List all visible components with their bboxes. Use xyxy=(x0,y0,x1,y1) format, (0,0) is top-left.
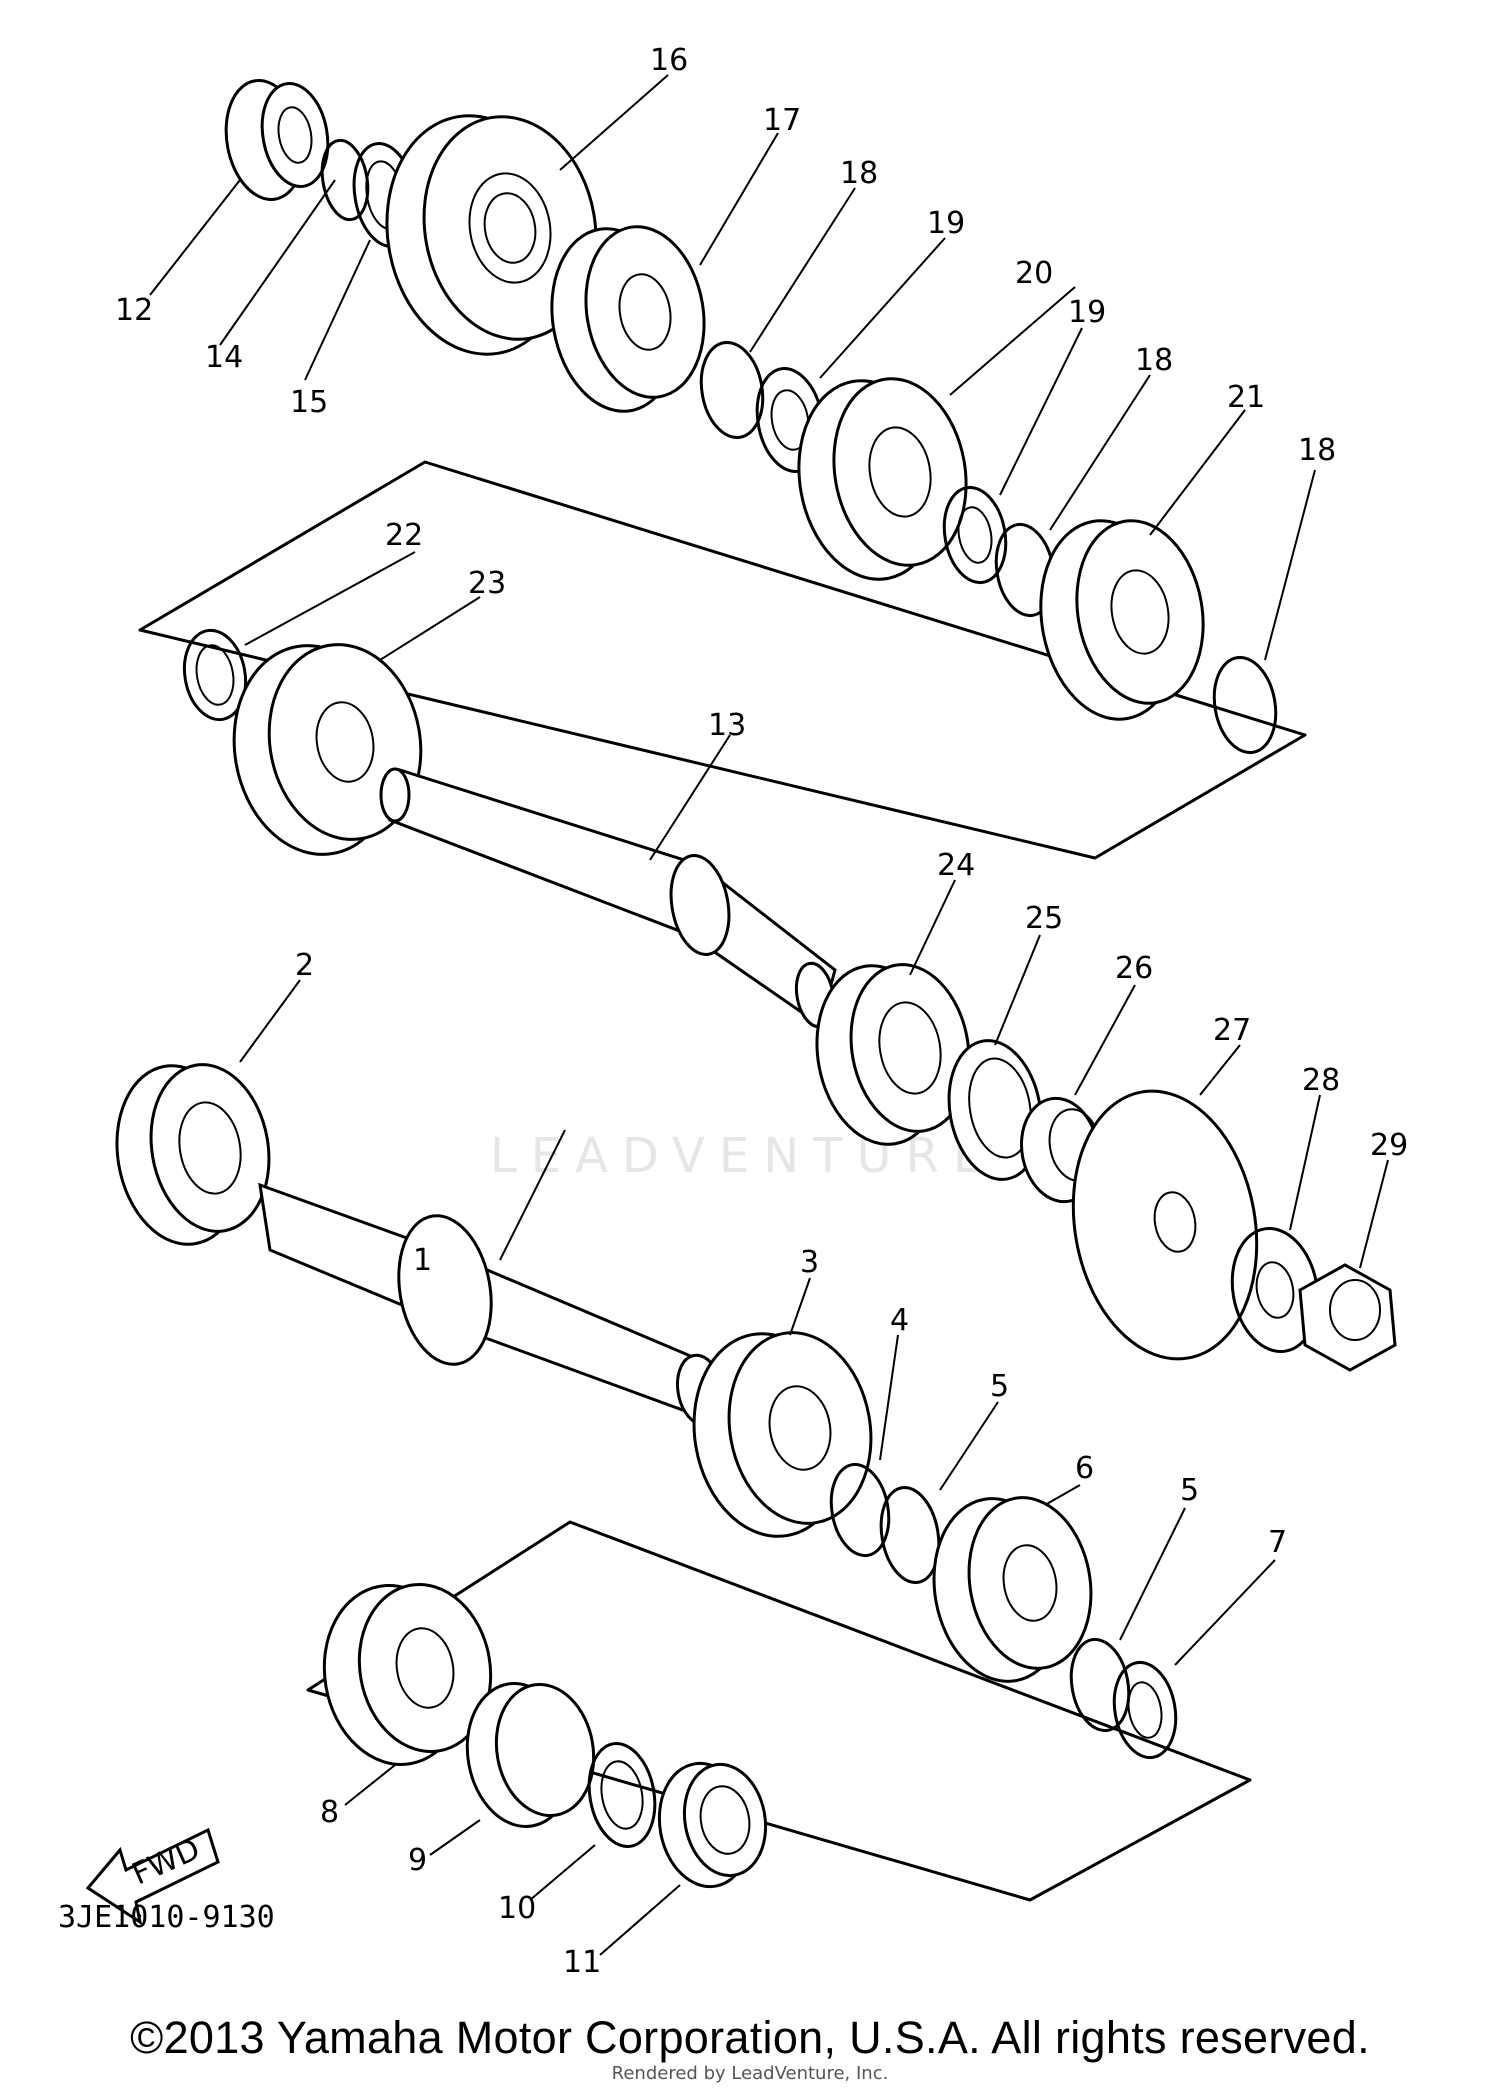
drive-axle-13 xyxy=(379,767,837,1029)
callout-7: 7 xyxy=(1268,1525,1287,1560)
callout-8: 8 xyxy=(320,1795,339,1830)
callout-18b: 18 xyxy=(1135,343,1173,378)
callout-20: 20 xyxy=(1015,256,1053,291)
gear-8 xyxy=(322,1583,493,1766)
callout-25: 25 xyxy=(1025,901,1063,936)
drive-sprocket-27 xyxy=(1071,1089,1259,1361)
callout-27: 27 xyxy=(1213,1013,1251,1048)
callout-19a: 19 xyxy=(927,206,965,241)
washer-22 xyxy=(182,628,248,722)
diagram-reference-code: 3JE1010-9130 xyxy=(58,1900,275,1935)
drive-axle-group-frame xyxy=(138,460,1307,860)
gear-6 xyxy=(932,1496,1093,1683)
callout-6: 6 xyxy=(1075,1451,1094,1486)
callout-13: 13 xyxy=(708,708,746,743)
callout-18c: 18 xyxy=(1298,433,1336,468)
callout-16: 16 xyxy=(650,43,688,78)
callout-9: 9 xyxy=(408,1843,427,1878)
callout-29: 29 xyxy=(1370,1128,1408,1163)
callout-10: 10 xyxy=(498,1891,536,1926)
callout-21: 21 xyxy=(1227,380,1265,415)
callout-22: 22 xyxy=(385,518,423,553)
gear-16 xyxy=(385,114,598,356)
callout-15: 15 xyxy=(290,385,328,420)
callout-5a: 5 xyxy=(990,1369,1009,1404)
bearing-24 xyxy=(815,963,971,1146)
callout-24: 24 xyxy=(937,848,975,883)
callout-28: 28 xyxy=(1302,1063,1340,1098)
gear-20 xyxy=(797,377,968,581)
copyright-notice: ©2013 Yamaha Motor Corporation, U.S.A. A… xyxy=(130,2012,1370,2063)
gear-17 xyxy=(550,225,706,413)
callout-4: 4 xyxy=(890,1303,909,1338)
gear-9 xyxy=(465,1682,596,1828)
callout-12: 12 xyxy=(115,293,153,328)
bearing-2 xyxy=(115,1063,271,1246)
main-axle-1 xyxy=(258,1182,725,1427)
gear-23 xyxy=(232,643,423,856)
callout-3: 3 xyxy=(800,1245,819,1280)
circlip-5a xyxy=(879,1485,941,1585)
callout-18a: 18 xyxy=(840,156,878,191)
gear-3 xyxy=(692,1331,873,1538)
bearing-12 xyxy=(224,79,330,201)
callout-26: 26 xyxy=(1115,951,1153,986)
washer-19b xyxy=(942,485,1008,585)
main-axle-group-frame xyxy=(306,1520,1252,1902)
callout-2: 2 xyxy=(295,948,314,983)
callout-14: 14 xyxy=(205,340,243,375)
circlip-18c xyxy=(1212,655,1278,755)
rendered-by-credit: Rendered by LeadVenture, Inc. xyxy=(611,2063,889,2084)
part-callouts: 1 2 3 4 5 5 6 7 8 9 10 11 12 13 14 15 16… xyxy=(115,43,1408,1980)
leader-lines xyxy=(149,74,1389,1956)
callout-11: 11 xyxy=(563,1945,601,1980)
callout-1: 1 xyxy=(413,1243,432,1278)
callout-5b: 5 xyxy=(1180,1473,1199,1508)
callout-19b: 19 xyxy=(1068,295,1106,330)
washer-4 xyxy=(829,1462,891,1558)
nut-29 xyxy=(1298,1263,1397,1372)
washer-10 xyxy=(587,1741,657,1849)
washer-7 xyxy=(1112,1660,1178,1760)
callout-23: 23 xyxy=(468,566,506,601)
callout-17: 17 xyxy=(763,103,801,138)
bearing-11 xyxy=(657,1761,768,1889)
gear-21 xyxy=(1039,519,1205,721)
circlip-5b xyxy=(1069,1637,1131,1733)
